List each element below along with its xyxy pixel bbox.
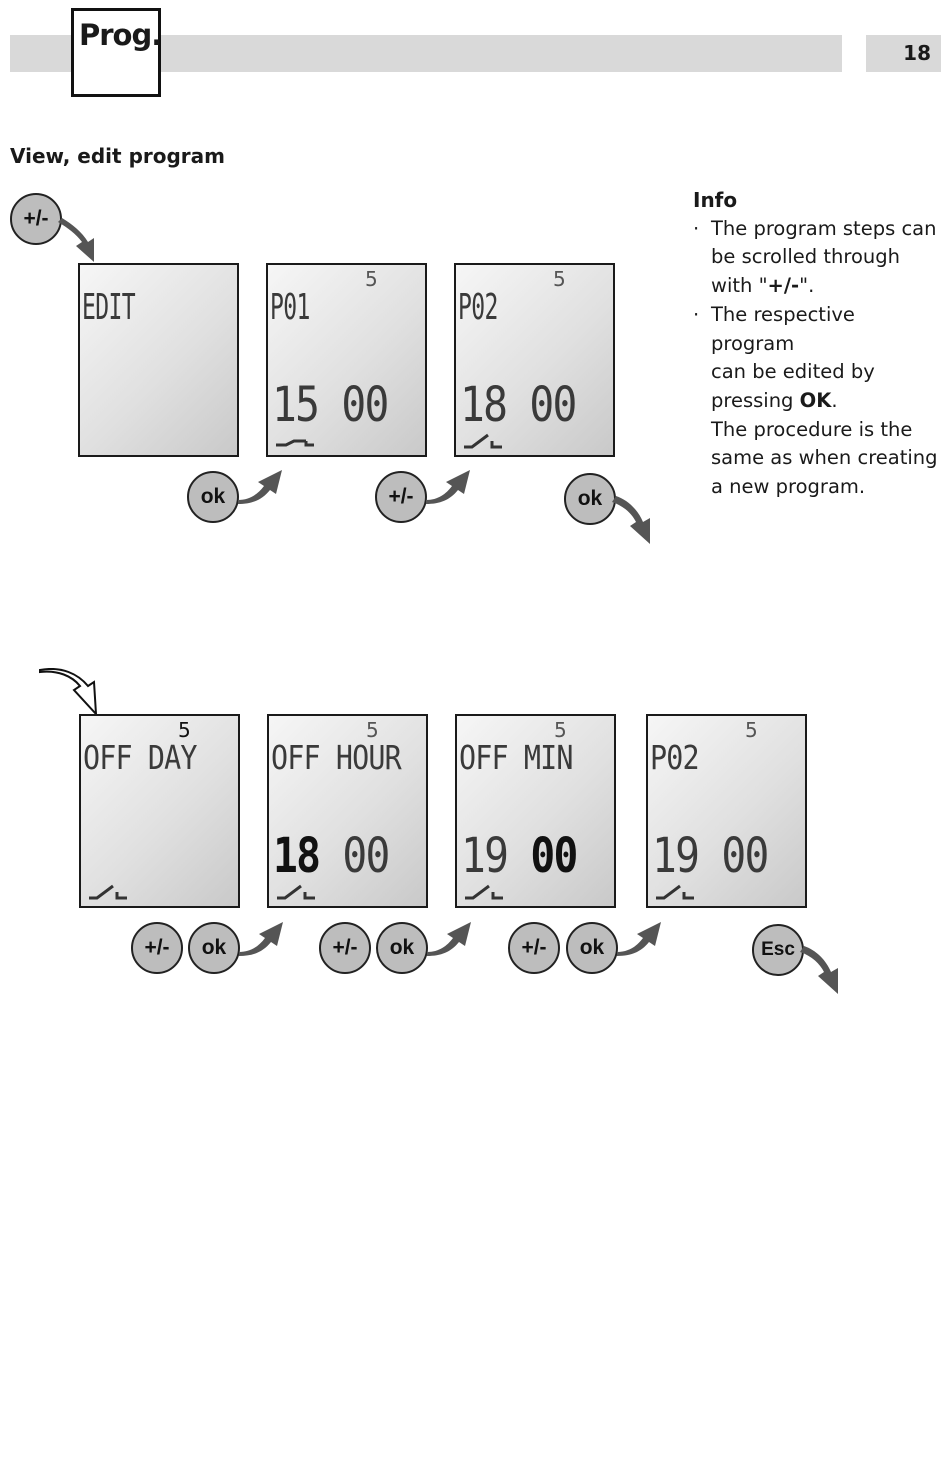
lcd-display-off-hour: 5 OFF HOUR 18 00 [267,714,428,908]
info-line: be scrolled through [711,245,901,269]
lcd-display-off-day: 5 OFF DAY [79,714,240,908]
program-step-label: OFF DAY [83,738,197,777]
page-number: 18 [866,35,941,72]
display-mode-text: EDIT [82,287,136,328]
plus-minus-button[interactable]: +/- [131,922,183,974]
time-readout: 19 00 [461,828,578,884]
arrow-up-right-icon [239,922,283,956]
arrow-up-right-icon [427,922,471,956]
switch-on-icon [464,433,502,449]
lcd-display-p01: 5 P01 15 00 [266,263,427,457]
program-number: P02 [650,738,700,777]
plus-minus-button[interactable]: +/- [319,922,371,974]
info-panel: Info The program steps can be scrolled t… [693,186,943,502]
time-readout: 19 00 [652,828,769,884]
arrow-up-right-icon [426,470,470,504]
switch-on-icon [656,884,694,900]
lcd-display-p02-result: 5 P02 19 00 [646,714,807,908]
info-line: can be edited by [711,360,875,384]
weekday-indicator: 5 [554,718,567,742]
switch-on-icon [465,884,503,900]
arrow-up-right-icon [617,922,661,956]
weekday-indicator: 5 [553,267,566,291]
arrow-up-right-icon [238,470,282,504]
info-line: The procedure is the [711,417,913,441]
section-title: View, edit program [10,144,225,168]
plus-minus-button[interactable]: +/- [10,193,62,245]
plus-minus-button[interactable]: +/- [375,471,427,523]
ok-button[interactable]: ok [188,922,240,974]
info-line: with "+/-". [711,274,815,298]
lcd-display-off-min: 5 OFF MIN 19 00 [455,714,616,908]
weekday-indicator: 5 [745,718,758,742]
info-title: Info [693,188,738,212]
info-line: The program steps can [693,215,943,244]
arrow-down-right-icon [612,496,650,544]
ok-button[interactable]: ok [187,471,239,523]
arrow-down-right-icon [800,946,838,994]
info-line: The respective program [693,301,943,358]
plus-minus-button[interactable]: +/- [508,922,560,974]
section-tab-label: Prog. [71,8,162,97]
time-readout: 18 00 [273,828,390,884]
weekday-indicator: 5 [178,718,191,742]
switch-on-icon [277,884,315,900]
time-readout: 15 00 [272,377,389,433]
switch-off-icon [276,439,314,447]
esc-button[interactable]: Esc [752,924,804,976]
ok-button[interactable]: ok [564,473,616,525]
program-number: P01 [270,287,310,328]
info-line: pressing OK. [711,388,838,412]
weekday-indicator: 5 [366,718,379,742]
info-line: a new program. [711,475,866,499]
ok-button[interactable]: ok [376,922,428,974]
program-number: P02 [458,287,498,328]
lcd-display-edit: EDIT [78,263,239,457]
ok-button[interactable]: ok [566,922,618,974]
weekday-indicator: 5 [365,267,378,291]
program-step-label: OFF MIN [459,738,573,777]
lcd-display-p02: 5 P02 18 00 [454,263,615,457]
time-readout: 18 00 [460,377,577,433]
switch-on-icon [89,884,127,900]
program-step-label: OFF HOUR [271,738,402,777]
continue-arrow-icon [39,668,98,717]
info-line: same as when creating [711,446,938,470]
arrow-down-right-icon [58,218,94,262]
